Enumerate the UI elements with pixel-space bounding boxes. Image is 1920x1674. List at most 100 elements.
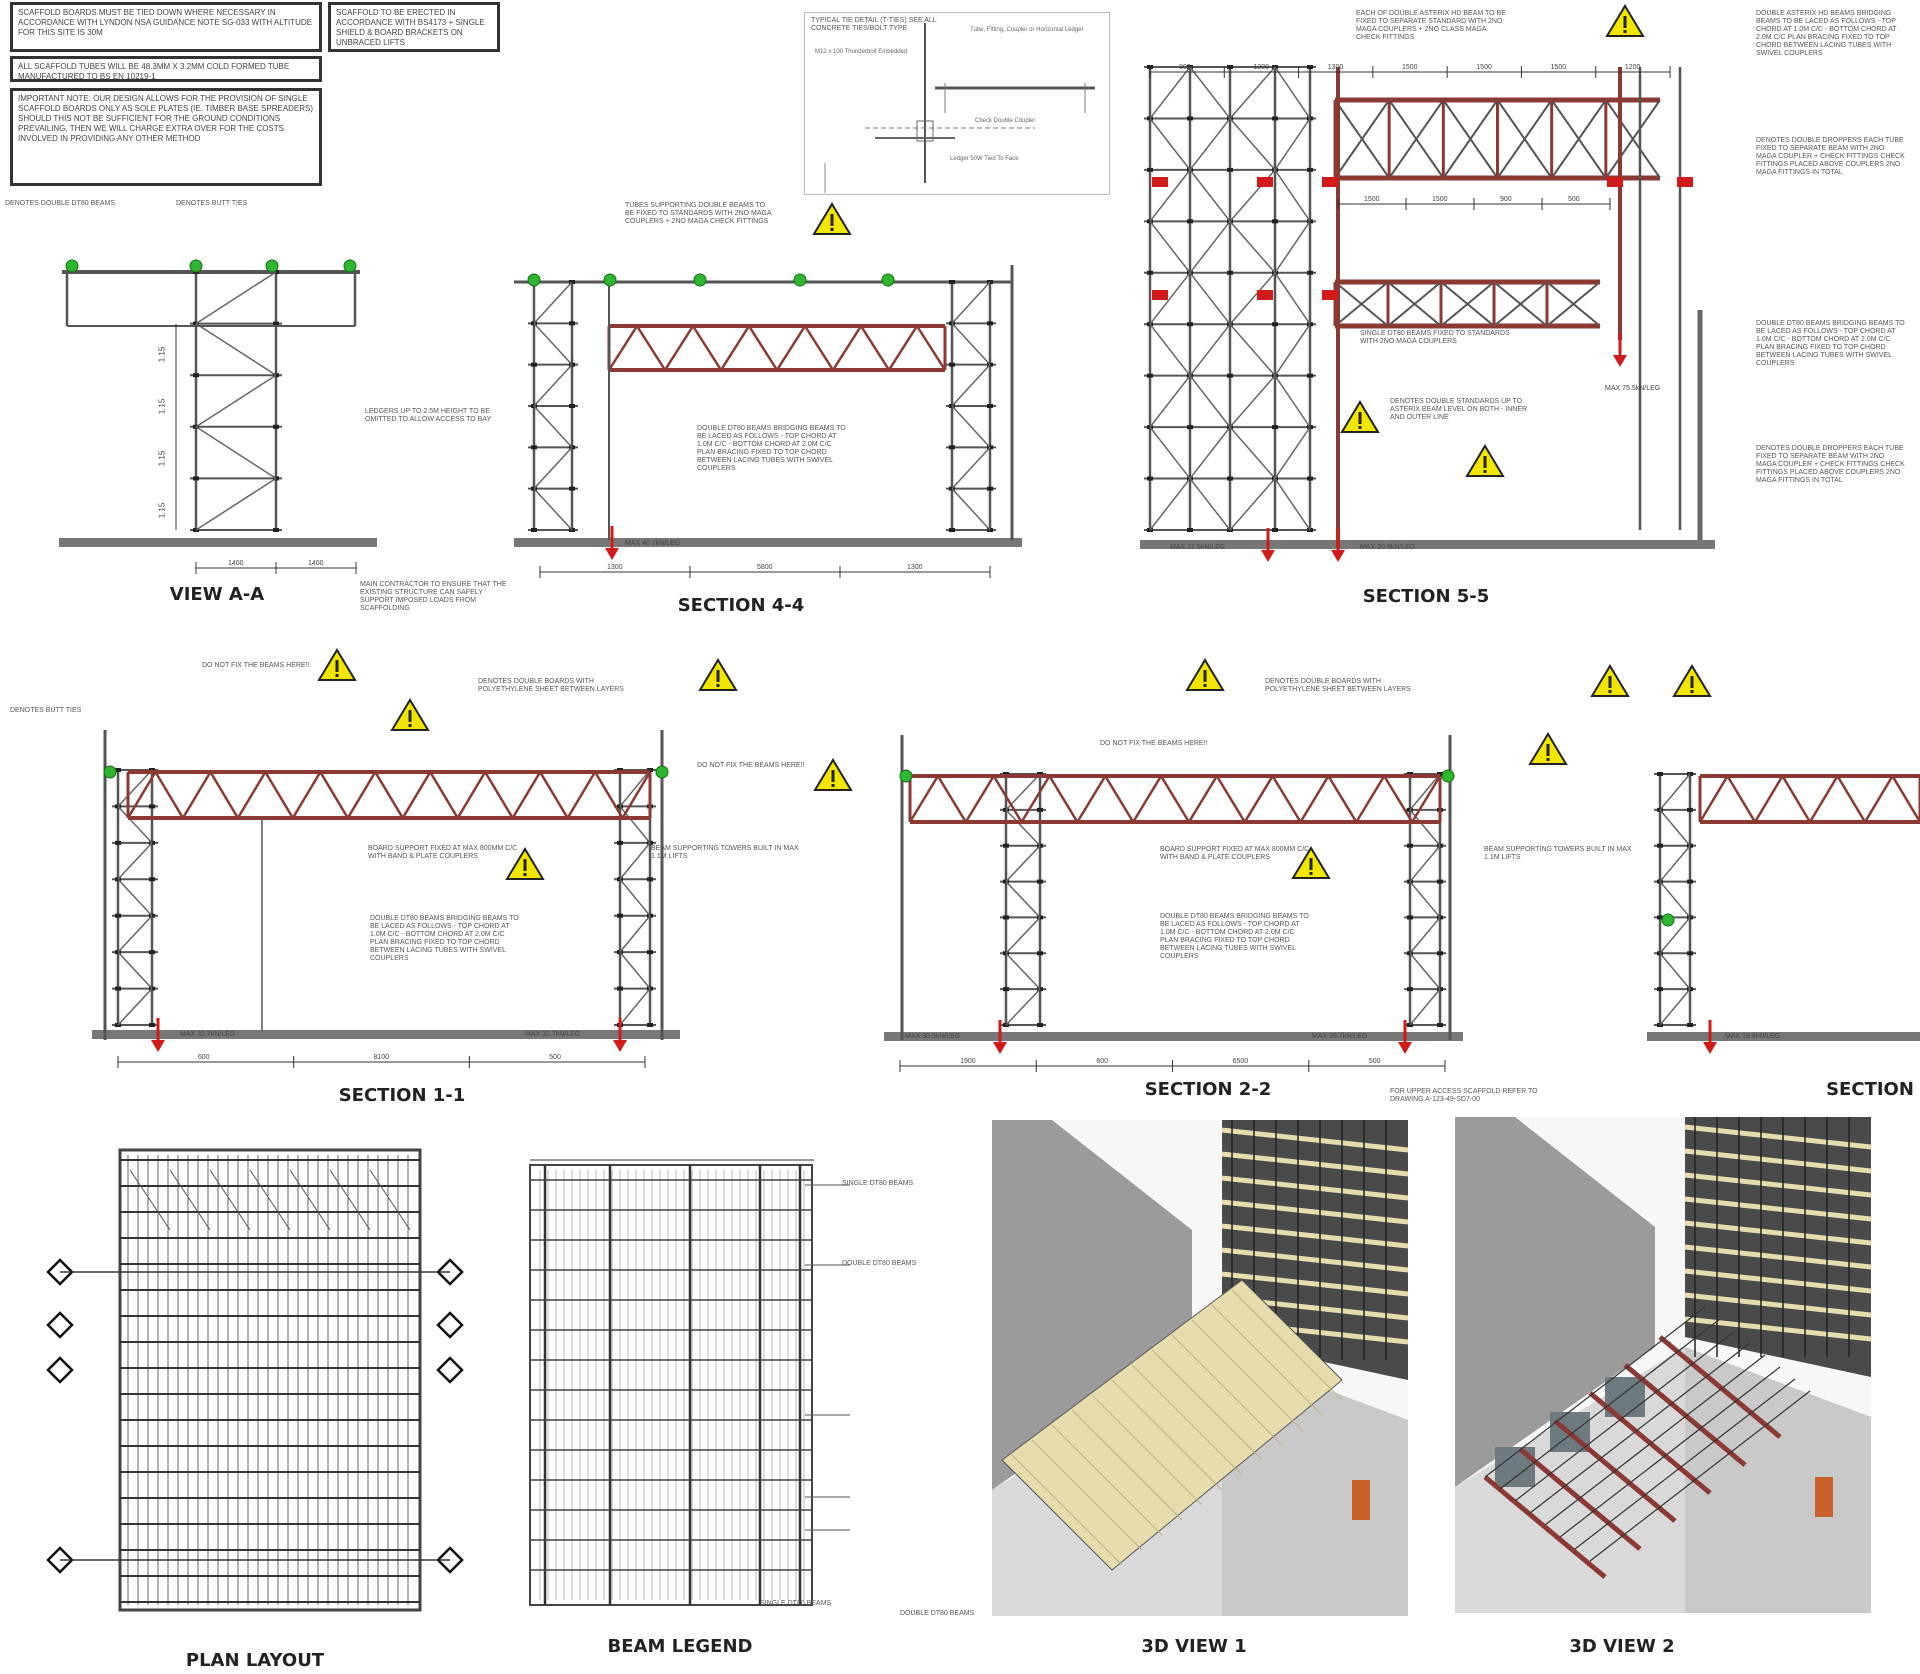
load-arrow-icon: [151, 1040, 165, 1052]
annotation-note: DO NOT FIX THE BEAMS HERE!!: [697, 762, 805, 769]
coupler: [1147, 476, 1153, 481]
brace: [195, 322, 277, 376]
butt-tie-icon: [693, 273, 707, 287]
annotation-note: DO NOT FIX THE BEAMS HERE!!: [1100, 740, 1208, 747]
warning-mark: [1690, 676, 1694, 688]
coupler: [1187, 425, 1193, 430]
beam-lacing: [992, 775, 1023, 823]
section-marker-icon: [436, 1311, 464, 1339]
brace: [1659, 916, 1691, 954]
coupler: [1003, 987, 1009, 992]
warning-icon: [1590, 664, 1630, 697]
coupler: [1307, 476, 1313, 481]
coupler: [1307, 65, 1313, 69]
coupler: [1227, 65, 1233, 69]
coupler: [987, 404, 993, 408]
brace: [1189, 169, 1231, 222]
brace: [1189, 66, 1231, 119]
warning-mark: [830, 214, 834, 226]
butt-tie-icon: [527, 273, 541, 287]
load-arrow-icon: [1331, 550, 1345, 562]
note-erection: SCAFFOLD TO BE ERECTED IN ACCORDANCE WIT…: [328, 2, 500, 52]
warning-dot: [1546, 758, 1550, 761]
scaffold-tower: [946, 280, 996, 532]
coupler: [1227, 373, 1233, 378]
beam-lacing: [621, 771, 652, 819]
beam-lacing: [691, 325, 723, 371]
warning-mark: [1623, 16, 1627, 28]
scaffold-tower: [190, 270, 282, 532]
max-load-label: MAX 12.5kN/LEG: [1170, 544, 1225, 551]
coupler: [1227, 476, 1233, 481]
coupler: [1687, 807, 1693, 812]
deck-board: [1071, 1409, 1183, 1521]
beam-lacing: [539, 771, 569, 819]
tube-3d: [1559, 1366, 1781, 1538]
deck-board: [1031, 1439, 1143, 1551]
coupler: [1187, 322, 1193, 327]
beam-lacing: [1383, 775, 1414, 823]
brace: [1189, 220, 1231, 274]
lift-height-label: 1.15: [157, 502, 167, 519]
butt-tie-icon: [265, 259, 279, 273]
coupler: [1272, 425, 1278, 430]
brace: [619, 915, 651, 953]
max-load-label: MAX 32.7kN/LEG: [180, 1031, 235, 1038]
dim-label: 500: [1568, 196, 1580, 203]
brace: [1409, 881, 1441, 918]
coupler: [1187, 116, 1193, 121]
beam-lacing: [663, 325, 695, 371]
coupler: [949, 362, 955, 367]
beam-lacing: [1808, 775, 1839, 823]
coupler: [987, 486, 993, 491]
dim-label: 900: [1179, 64, 1191, 71]
dim-label: 900: [1500, 196, 1512, 203]
brace: [117, 988, 153, 1026]
brace: [1229, 426, 1276, 480]
beam-brace: [1334, 281, 1389, 327]
beam-truss-section-4-4: [607, 324, 947, 372]
coupler: [531, 445, 537, 450]
deck-board: [1211, 1304, 1323, 1416]
brace: [1274, 375, 1311, 428]
coupler: [569, 404, 575, 408]
butt-tie-icon: [793, 273, 807, 287]
brace: [195, 374, 277, 428]
plan-brace: [209, 1169, 251, 1231]
warning-dot: [1309, 872, 1313, 875]
dim-label: 1400: [228, 560, 244, 567]
dim-label: 600: [1096, 1058, 1108, 1065]
dim-label: 1200: [1625, 64, 1641, 71]
coupler: [1307, 270, 1313, 275]
dim-label: 500: [1369, 1058, 1381, 1065]
brace: [1189, 117, 1231, 171]
beam-3d: [1518, 1447, 1642, 1551]
brace: [1229, 117, 1276, 171]
warning-mark: [335, 660, 339, 672]
beam-truss-section-1-1: [126, 770, 652, 820]
warning-mark: [716, 670, 720, 682]
warning-icon: [1528, 732, 1568, 765]
warning-mark: [1309, 858, 1313, 870]
building-roof: [1455, 1117, 1655, 1487]
beam-lacing: [1020, 775, 1051, 823]
coupler: [115, 913, 121, 918]
annotation-note: EACH OF DOUBLE ASTERIX HD BEAM TO BE FIX…: [1356, 10, 1506, 41]
annotation-note: DENOTES DOUBLE DROPPERS EACH TUBE FIXED …: [1756, 445, 1905, 484]
brace: [951, 488, 991, 531]
brace: [195, 477, 277, 531]
annotation-note: SINGLE DT80 BEAMS: [760, 1600, 832, 1607]
coupler: [1037, 807, 1043, 812]
3d-view-render: [992, 1120, 1409, 1616]
coupler: [617, 986, 623, 991]
scaffold-board: [1684, 1292, 1872, 1318]
double-dropper-marker: [1152, 177, 1168, 187]
brace: [1274, 426, 1311, 479]
brace: [117, 842, 153, 880]
tie-detail-sketch: [824, 23, 1095, 193]
double-dropper-marker: [1677, 177, 1693, 187]
beam-lacing: [484, 771, 514, 819]
warning-mark: [1358, 412, 1362, 424]
coupler: [1227, 270, 1233, 275]
brace: [1005, 952, 1041, 990]
